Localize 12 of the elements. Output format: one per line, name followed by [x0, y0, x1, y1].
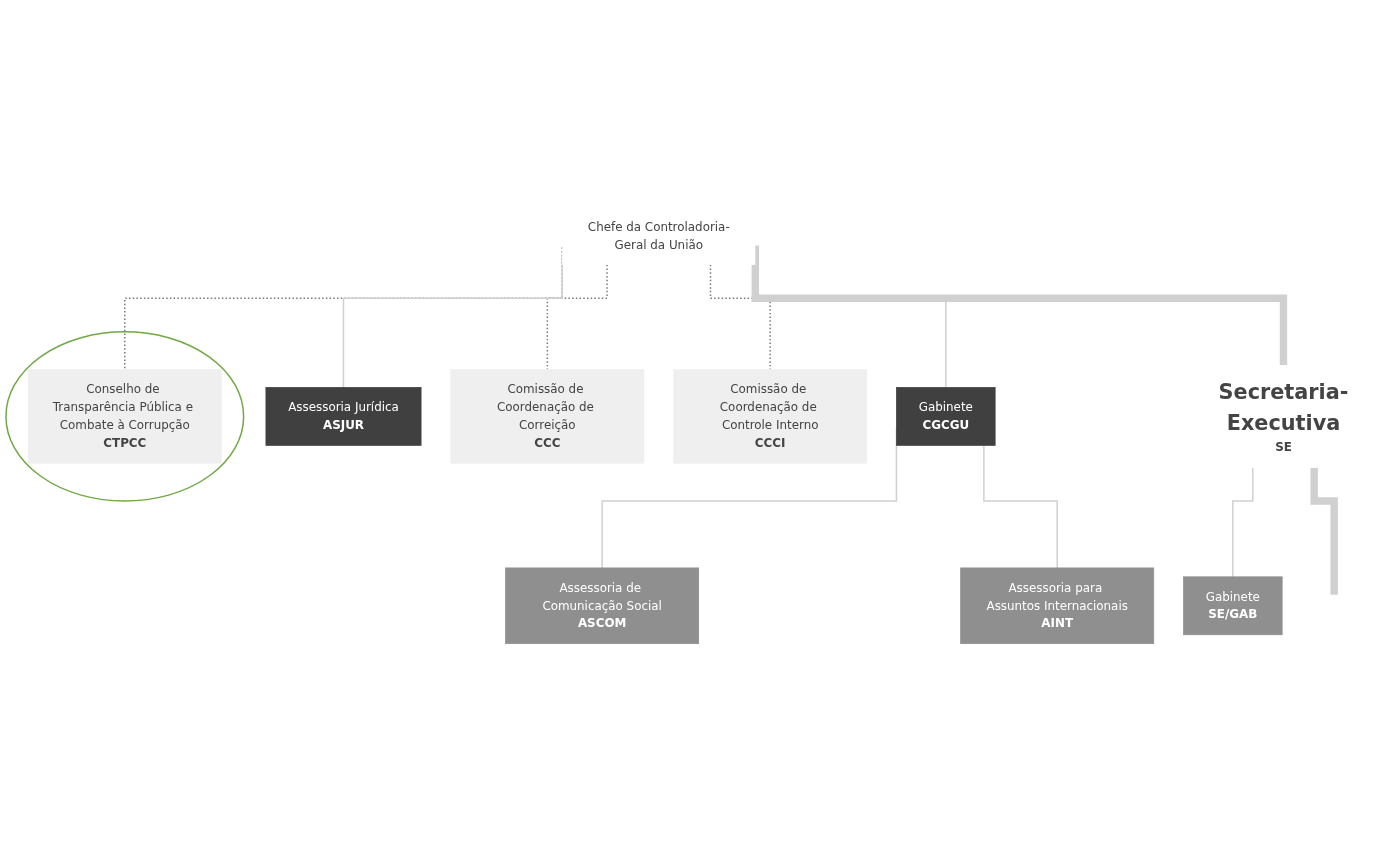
node-box: Comissão de Coordenação de Controle Interno CCCI: [673, 368, 868, 464]
node-box: Gabinete CGCGU: [896, 386, 996, 446]
connector: [983, 444, 1058, 569]
node-box: Assessoria para Assuntos Internacionais AINT: [960, 567, 1155, 644]
node-text: Secretaria-Executiva SE: [1218, 378, 1349, 454]
node-box: Comissão de Coordenação de Correição CCC: [450, 368, 645, 464]
connector: [1232, 466, 1254, 578]
node-box: Gabinete SE/GAB: [1183, 576, 1283, 635]
node-box: Assessoria de Comunicação Social ASCOM: [505, 567, 700, 644]
node-box: Assessoria Jurídica ASJUR: [265, 386, 422, 446]
cluster: [5, 330, 245, 502]
node-box: Conselho de Transparência Pública e Combate à Corrupção CTPCC: [27, 368, 222, 464]
